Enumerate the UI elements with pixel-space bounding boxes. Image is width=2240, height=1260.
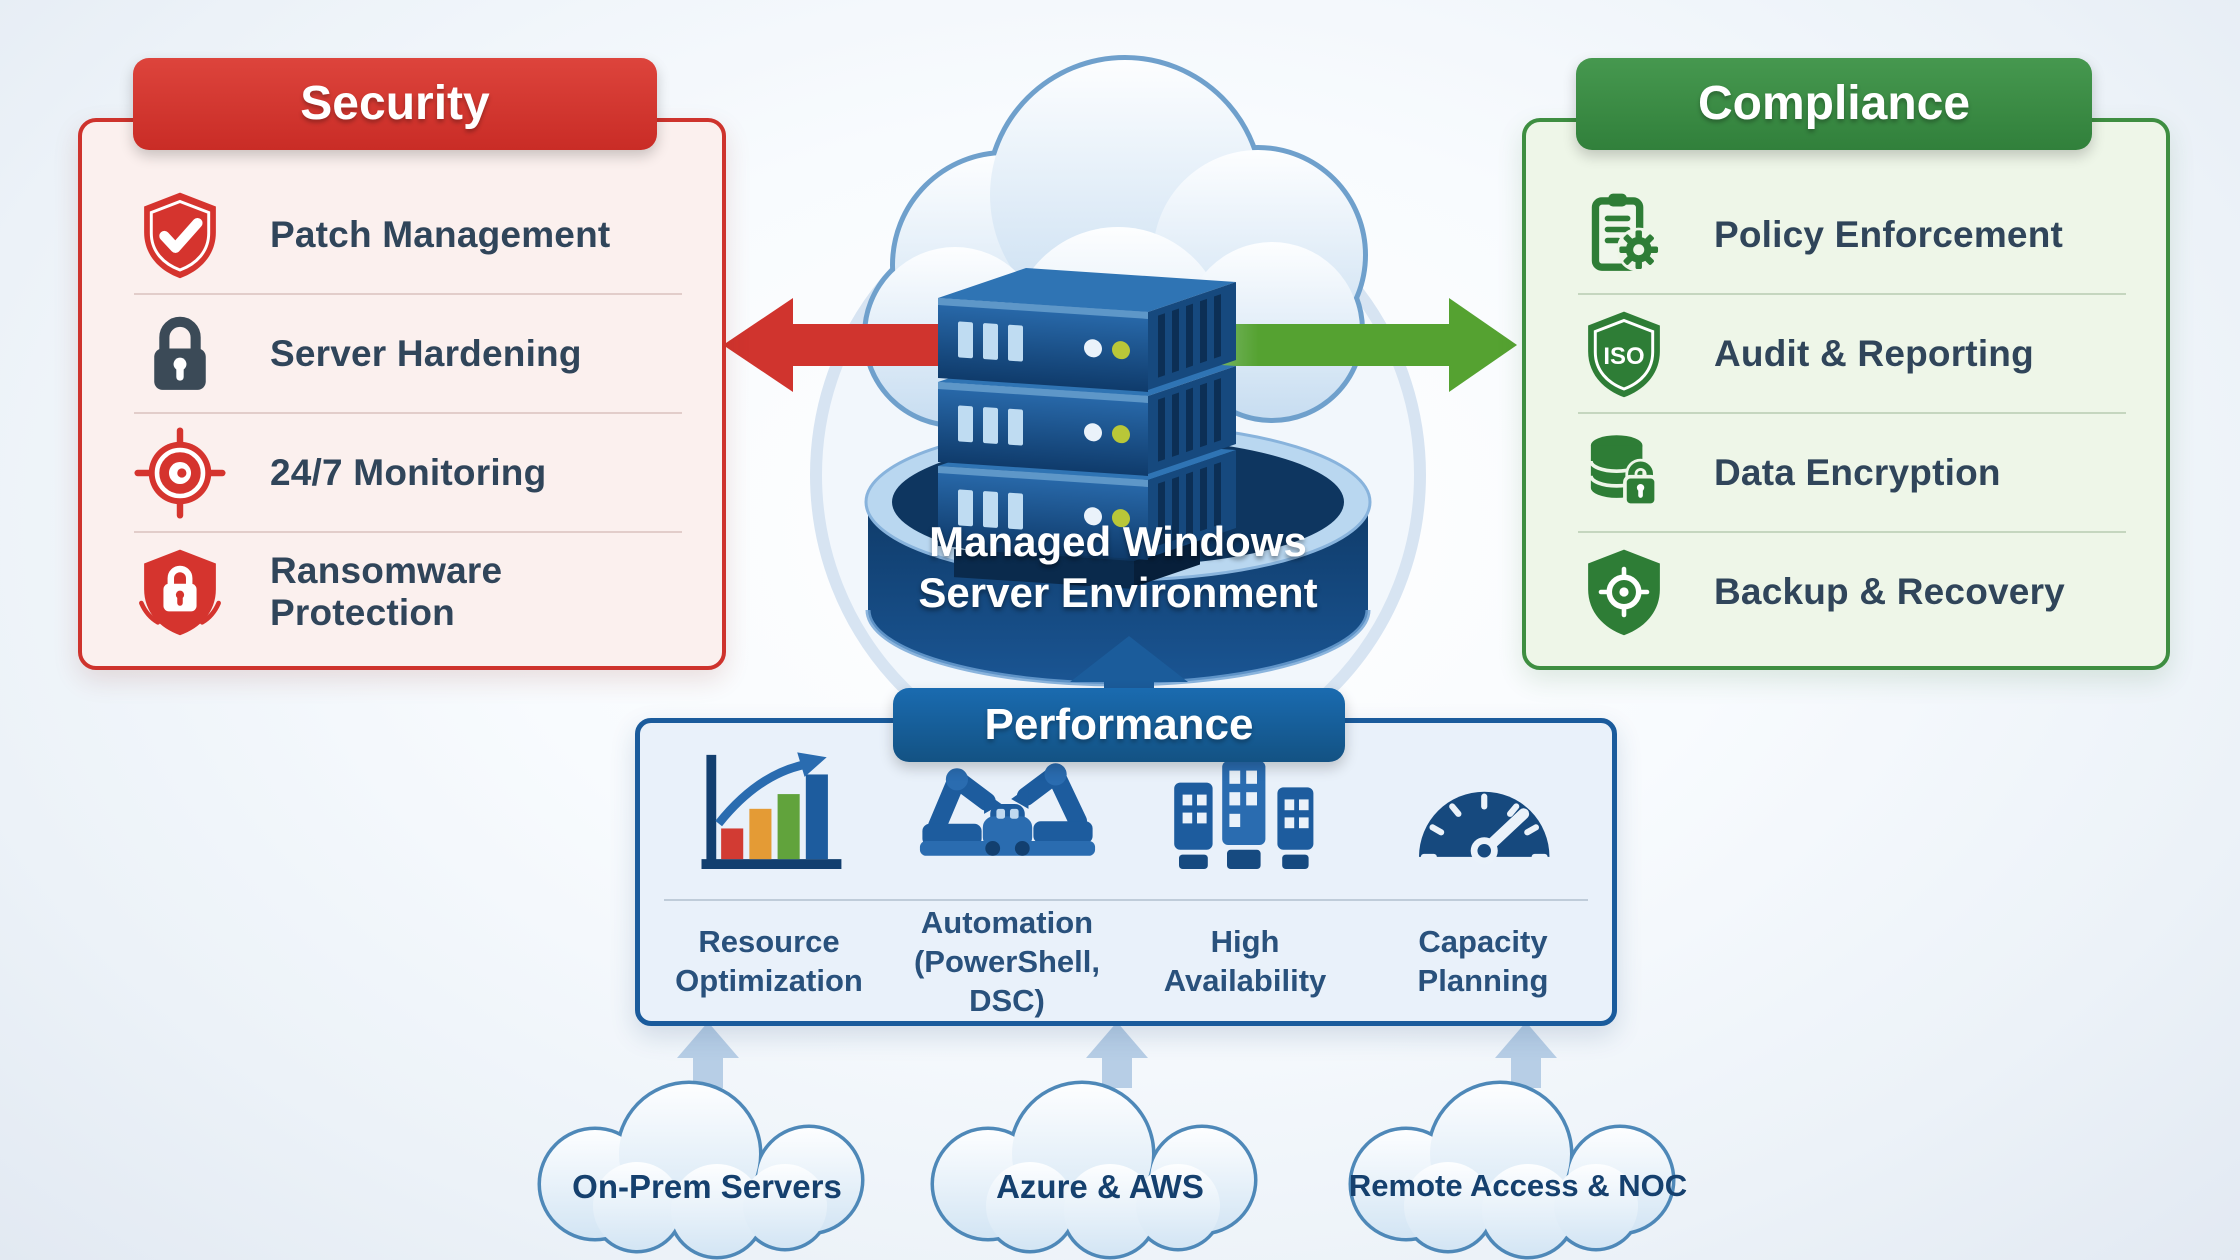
buildings-icon (1174, 761, 1314, 869)
security-item-monitoring: 24/7 Monitoring (134, 414, 682, 533)
security-item-ransomware: Ransomware Protection (134, 533, 682, 650)
performance-item-label-line1: High Availability (1163, 924, 1327, 998)
performance-item-label-line1: Automation (920, 904, 1094, 940)
performance-item-capacity-planning: Capacity Planning (1364, 733, 1602, 1009)
compliance-item-label: Audit & Reporting (1714, 332, 2034, 374)
performance-item-resource-optimization: Resource Optimization (650, 733, 888, 1009)
compliance-item-backup: Backup & Recovery (1578, 533, 2126, 650)
cloud-icon (1348, 1080, 1676, 1260)
padlock-icon (154, 316, 206, 390)
performance-item-label-line2: Planning (1417, 963, 1549, 998)
performance-item-label-line1: Capacity (1418, 924, 1548, 959)
up-arrow-icon (1070, 636, 1188, 702)
security-panel: Patch Management Server Hardening (78, 118, 726, 670)
compliance-item-label: Policy Enforcement (1714, 213, 2064, 255)
compliance-item-label: Data Encryption (1714, 451, 2001, 493)
cloud-icon (930, 1080, 1258, 1260)
performance-item-label-line1: Resource (698, 924, 840, 959)
performance-item-label-line2: (PowerShell, DSC) (913, 943, 1101, 1018)
source-cloud-label: Remote Access & NOC (1348, 1168, 1688, 1203)
security-item-label: Server Hardening (270, 332, 582, 374)
gauge-icon (1419, 791, 1550, 865)
clipboard-gear-icon (1591, 193, 1661, 272)
monitoring-target-icon (134, 426, 226, 519)
shield-check-icon (144, 192, 216, 278)
security-item-label: 24/7 Monitoring (270, 451, 547, 493)
source-up-arrows (677, 1022, 1557, 1088)
security-item-server-hardening: Server Hardening (134, 295, 682, 414)
shield-lock-icon (139, 549, 221, 635)
compliance-panel-header: Compliance (1576, 58, 2092, 150)
compliance-item-audit: ISO Audit & Reporting (1578, 295, 2126, 414)
compliance-item-encryption: Data Encryption (1578, 414, 2126, 533)
compliance-item-policy: Policy Enforcement (1578, 176, 2126, 295)
performance-item-label-line2: Optimization (675, 963, 863, 998)
server-stack-icon (938, 268, 1236, 590)
iso-badge-text: ISO (1603, 343, 1644, 370)
compliance-item-label: Backup & Recovery (1714, 570, 2065, 612)
source-cloud-azure-aws: Azure & AWS (905, 1080, 1295, 1260)
security-item-patch-management: Patch Management (134, 176, 682, 295)
database-lock-icon (1589, 434, 1659, 507)
platform-title-line1: Managed Windows (929, 518, 1307, 565)
performance-panel-header: Performance (893, 688, 1345, 762)
source-cloud-label: Azure & AWS (996, 1168, 1204, 1205)
performance-item-automation: Automation (PowerShell, DSC) (888, 733, 1126, 1018)
source-cloud-remote-noc: Remote Access & NOC (1318, 1080, 1718, 1260)
growth-chart-icon (701, 751, 842, 869)
iso-shield-icon: ISO (1588, 311, 1660, 397)
platform-title: Managed Windows Server Environment (858, 516, 1378, 618)
shield-target-icon (1588, 549, 1660, 635)
performance-item-high-availability: High Availability (1126, 733, 1364, 1009)
robot-arms-icon (919, 763, 1095, 856)
platform-title-line2: Server Environment (918, 569, 1318, 616)
source-cloud-label: On-Prem Servers (572, 1168, 842, 1205)
source-cloud-onprem: On-Prem Servers (512, 1080, 902, 1260)
cloud-icon (537, 1080, 865, 1260)
security-item-label: Ransomware Protection (270, 549, 503, 633)
security-panel-header: Security (133, 58, 657, 150)
compliance-panel: Policy Enforcement ISO Audit & Reporting (1522, 118, 2170, 670)
performance-separator (664, 899, 1588, 901)
performance-panel: Resource Optimization (635, 718, 1617, 1026)
security-item-label: Patch Management (270, 213, 611, 255)
